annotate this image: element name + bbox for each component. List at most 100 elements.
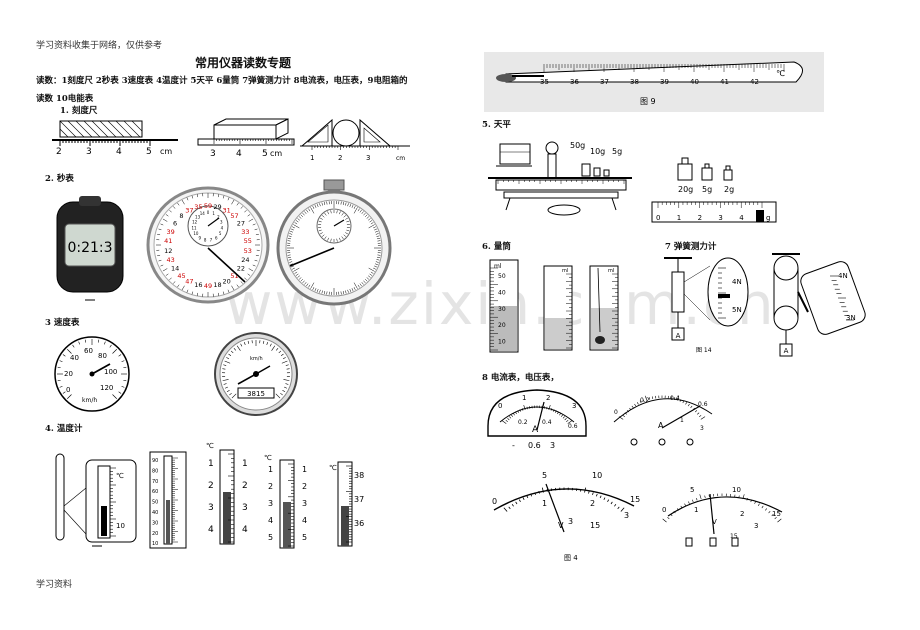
tick-mark (518, 499, 521, 502)
digital-stopwatch-readout: 0:21:3 (67, 240, 112, 256)
tick-mark (607, 499, 610, 502)
scale-label: 5 (302, 533, 307, 542)
thermometer4-liquid (283, 502, 291, 548)
scale-label: 31 (222, 207, 230, 215)
tick-mark (290, 230, 294, 233)
cylinder2-unit: ml (562, 268, 568, 274)
tick-mark (59, 385, 63, 388)
thermometer1-unit: ℃ (116, 472, 124, 480)
tick-mark (287, 237, 292, 240)
speedometer1-needle (91, 363, 111, 375)
tick-mark (550, 408, 553, 411)
scale-label: 4 (739, 214, 744, 222)
speedometer-2: km/h 3815 (214, 332, 298, 416)
tick-mark (67, 394, 72, 399)
tick-mark (292, 226, 295, 229)
scale-label: 20 (222, 277, 230, 285)
tick-mark (302, 212, 305, 216)
tick-mark (373, 267, 376, 270)
tick-mark (290, 263, 294, 266)
tick-mark (282, 357, 286, 360)
tick-mark (698, 415, 702, 418)
speedometer-1: 0 20 40 60 80 100 120 km/h (54, 336, 130, 412)
speedometer1-label: 60 (84, 347, 93, 355)
tick-mark (557, 411, 559, 415)
ruler1-tick-label: 4 (116, 147, 122, 157)
tick-mark (559, 413, 562, 416)
tick-mark (359, 283, 362, 287)
scale-label: 2 (217, 215, 220, 220)
ammeter1-needle (536, 401, 545, 431)
tick-mark (57, 379, 61, 382)
balance-weight-label: 5g (612, 147, 622, 156)
tick-mark (700, 416, 706, 420)
tick-mark (285, 364, 289, 366)
tick-mark (634, 403, 637, 407)
tick-mark (103, 341, 106, 345)
tick-mark (375, 233, 379, 235)
scale-label: 8 (179, 212, 183, 220)
thermometer-1: ℃ 10 (55, 453, 137, 547)
figure-caption-14: 图 14 (696, 347, 712, 354)
scale-label: 4 (208, 525, 214, 535)
balance-weights: 20g 5g 2g (677, 157, 734, 194)
tick-mark (511, 504, 514, 507)
stopwatch2-second-hand (289, 247, 335, 267)
tick-mark (679, 399, 682, 402)
tick-mark (374, 265, 378, 268)
tick-mark (336, 238, 338, 242)
tick-mark (327, 211, 329, 215)
tick-mark (368, 267, 375, 272)
tick-mark (676, 395, 680, 401)
tick-mark (295, 220, 299, 223)
scale-label: 4 (302, 516, 307, 525)
voltmeter1-label: 5 (542, 471, 547, 480)
odometer (237, 387, 275, 399)
scale-label: 18 (213, 281, 221, 289)
tick-mark (173, 206, 176, 209)
tick-mark (546, 406, 548, 410)
tick-mark (59, 360, 63, 363)
cylinder2-liquid (545, 318, 571, 349)
tick-mark (327, 237, 329, 241)
ammeter1-label: 0.2 (518, 419, 528, 426)
tick-mark (697, 412, 700, 415)
tick-mark (614, 504, 617, 507)
tick-mark (357, 208, 360, 212)
scale-label: 2 (208, 481, 214, 491)
scale-label: 30 (152, 520, 158, 526)
tick-mark (247, 214, 251, 217)
tick-mark (222, 379, 229, 381)
tick-mark (169, 210, 172, 213)
thermometer3-liquid (223, 492, 231, 544)
tick-mark (622, 415, 626, 418)
tick-mark (236, 345, 241, 351)
tick-mark (584, 487, 587, 493)
tick-mark (341, 236, 344, 240)
tick-mark (160, 264, 164, 267)
tick-mark (123, 366, 127, 369)
tick-mark (336, 210, 338, 214)
tick-mark (364, 214, 368, 218)
tick-mark (687, 403, 690, 407)
cylinder1-liquid (491, 306, 517, 351)
cylinder3-stone (595, 336, 605, 344)
tick-mark (231, 285, 235, 291)
scale-label: 37 (185, 207, 193, 215)
ammeter2-label: 0.2 (640, 397, 650, 404)
ruler3-unit: cm (396, 155, 405, 162)
scale-label: 59 (204, 202, 212, 210)
tick-mark (505, 419, 508, 423)
ruler1-tick-label: 5 (146, 147, 152, 157)
tick-mark (109, 344, 112, 348)
spring2-weight-label: A (784, 347, 789, 355)
tick-mark (297, 218, 300, 221)
scale-label: 42 (750, 78, 759, 86)
tick-mark (282, 389, 286, 393)
scale-label: 49 (204, 282, 212, 290)
tick-mark (306, 283, 309, 287)
tick-mark (157, 233, 161, 236)
tick-mark (118, 354, 122, 357)
tick-mark (177, 284, 180, 288)
